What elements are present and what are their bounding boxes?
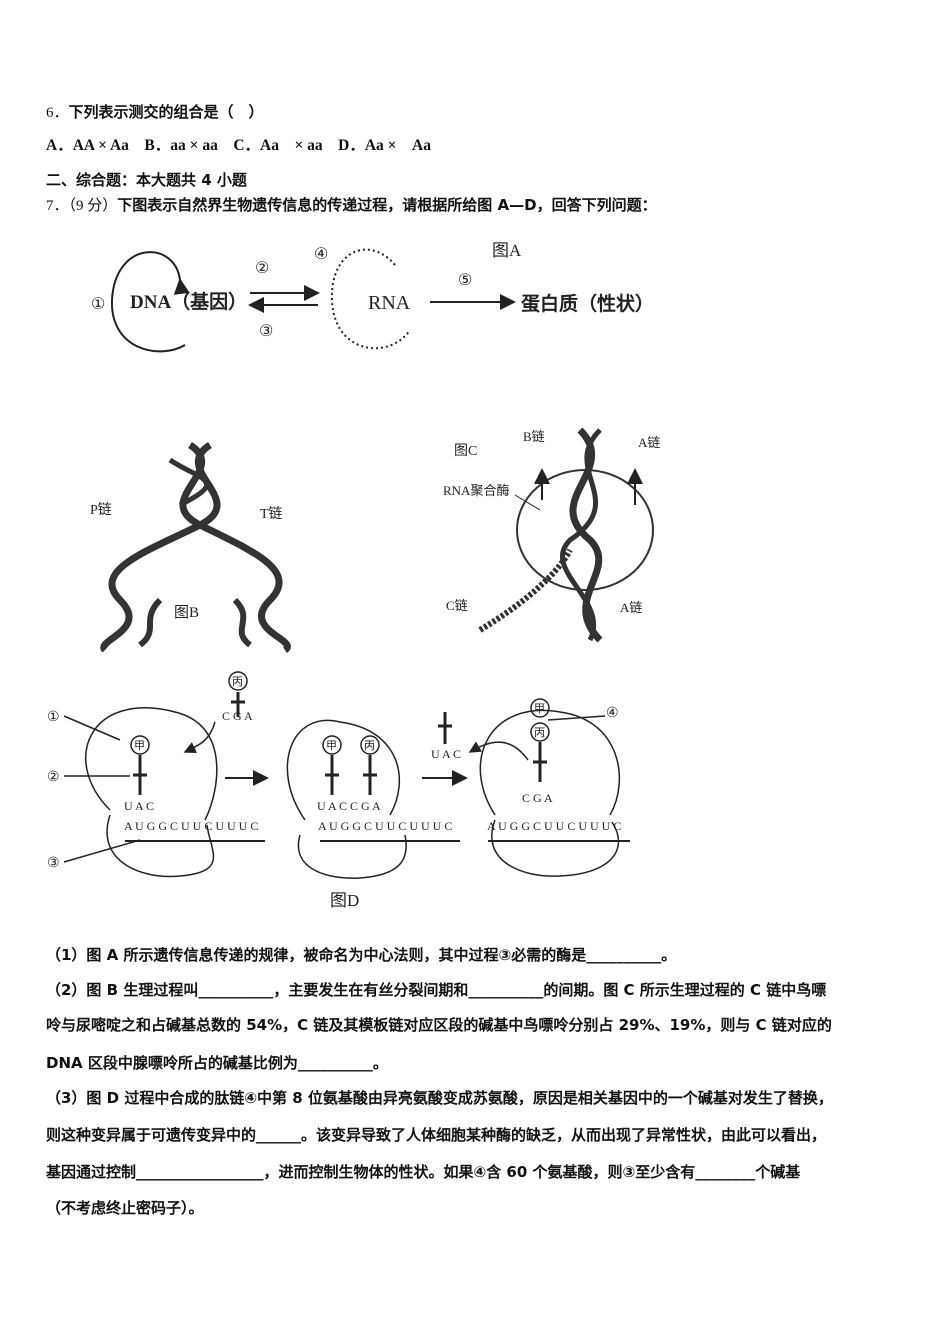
amino-acid-circle <box>228 671 248 691</box>
pointer-line <box>514 494 541 511</box>
c-chain-label: C链 <box>446 598 468 613</box>
amino-acid-jia: 甲 <box>134 740 145 752</box>
figure-d-title: 图D <box>330 891 359 910</box>
part-3-line: 则这种变异属于可遗传变异中的______。该变异导致了人体细胞某种酶的缺乏，从而… <box>46 1126 827 1144</box>
dna-strand <box>560 428 602 642</box>
c-chain-strand <box>478 548 573 633</box>
question-7: 7．（9 分）下图表示自然界生物遗传信息的传递过程，请根据所给图 A—D，回答下… <box>46 195 657 216</box>
tRNA-exit-arrow <box>468 741 529 761</box>
d-label-2: ② <box>47 770 60 785</box>
part-2-line: DNA 区段中腺嘌呤所占的碱基比例为__________。 <box>46 1054 388 1072</box>
t-chain-label: T链 <box>260 506 283 522</box>
amino-acid-bing: 丙 <box>232 676 243 688</box>
amino-acid-bing: 丙 <box>534 727 545 739</box>
part-1-line: （1）图 A 所示遗传信息传递的规律，被命名为中心法则，其中过程③必需的酶是__… <box>46 946 677 964</box>
ribosome-large-subunit <box>85 707 218 821</box>
anticodon-cga: C G A <box>522 791 553 805</box>
helix-strand <box>179 442 291 653</box>
a-chain-bottom-label: A链 <box>620 600 642 615</box>
mrna-sequence: A U G G C U U C U U U C <box>124 819 258 833</box>
amino-acid-jia: 甲 <box>326 740 337 752</box>
replication-loop <box>110 251 190 353</box>
amino-acid-circle <box>322 735 342 755</box>
figure-d <box>63 671 630 879</box>
question-number: 6． <box>46 105 69 121</box>
pointer-line <box>63 839 141 863</box>
p-chain-label: P链 <box>90 502 112 518</box>
anticodon-cga: C G A <box>222 709 253 723</box>
part-3-line: （不考虑终止密码子）。 <box>46 1199 204 1217</box>
helix-strand <box>138 597 253 648</box>
figure-c-title: 图C <box>454 444 477 459</box>
rna-replication-loop <box>330 248 411 350</box>
rna-label: RNA <box>368 292 411 314</box>
section-title: 二、综合题：本大题共 4 小题 <box>46 171 247 189</box>
b-chain-label: B链 <box>523 429 545 444</box>
ribosome-small-subunit <box>297 834 407 879</box>
step-2-label: ② <box>255 260 269 277</box>
figure-a-title: 图A <box>492 241 522 260</box>
anticodon-uac: U A C <box>431 747 461 761</box>
helix-strand <box>168 457 210 508</box>
step-1-label: ① <box>91 296 105 313</box>
dna-label: DNA（基因） <box>130 290 247 313</box>
amino-acid-circle <box>530 722 550 742</box>
ribosome-large-subunit <box>286 719 401 821</box>
step-4-label: ④ <box>314 246 328 263</box>
d-label-4: ④ <box>606 706 619 721</box>
amino-acid-bing: 丙 <box>364 740 375 752</box>
figure-c <box>478 427 654 643</box>
tRNA-entry-arrow <box>183 721 216 753</box>
amino-acid-circle <box>530 698 550 718</box>
d-label-3: ③ <box>47 856 60 871</box>
figure-b-title: 图B <box>174 604 199 621</box>
question-stem: 下列表示测交的组合是（ ） <box>68 103 264 121</box>
d-label-1: ① <box>47 710 60 725</box>
anticodon-uac: U A C <box>124 799 154 813</box>
question-6: 6．下列表示测交的组合是（ ） <box>46 102 264 123</box>
ribosome-small-subunit <box>491 819 620 877</box>
mrna-sequence: A U G G C U U C U U U C <box>318 819 452 833</box>
pointer-line <box>63 715 121 741</box>
figure-b <box>100 442 291 653</box>
part-2-line: 呤与尿嘧啶之和占碱基总数的 54%，C 链及其模板链对应区段的碱基中鸟嘌呤分别占… <box>46 1016 832 1034</box>
amino-acid-jia: 甲 <box>534 703 545 715</box>
part-2-line: （2）图 B 生理过程叫__________，主要发生在有丝分裂间期和_____… <box>46 981 827 999</box>
amino-acid-circle <box>360 735 380 755</box>
part-3-line: （3）图 D 过程中合成的肽链④中第 8 位氨基酸由异亮氨酸变成苏氨酸，原因是相… <box>46 1089 833 1107</box>
a-chain-top-label: A链 <box>638 435 660 450</box>
step-5-label: ⑤ <box>458 272 472 289</box>
question-score: （9 分） <box>68 198 118 214</box>
protein-label: 蛋白质（性状） <box>521 292 654 315</box>
question-6-options: A．AA × Aa B．aa × aa C．Aa × aa D．Aa × Aa <box>46 137 431 154</box>
question-number: 7． <box>46 198 69 214</box>
amino-acid-circle <box>130 735 150 755</box>
rna-polymerase-label: RNA聚合酶 <box>443 483 509 498</box>
part-3-line: 基因通过控制_________________，进而控制生物体的性状。如果④含 … <box>46 1163 801 1181</box>
figure-a: ① DNA（基因） ② ③ ④ RNA ⑤ 蛋白质（性状） 图A <box>91 241 654 353</box>
anticodon-uaccga: U A C C G A <box>317 799 381 813</box>
question-stem: 下图表示自然界生物遗传信息的传递过程，请根据所给图 A—D，回答下列问题： <box>117 196 657 214</box>
mrna-sequence: A U G G C U U C U U U C <box>487 819 621 833</box>
ribosome-large-subunit <box>479 709 621 816</box>
pointer-line <box>547 715 606 721</box>
tRNA-icon <box>133 692 547 795</box>
step-3-label: ③ <box>259 323 273 340</box>
